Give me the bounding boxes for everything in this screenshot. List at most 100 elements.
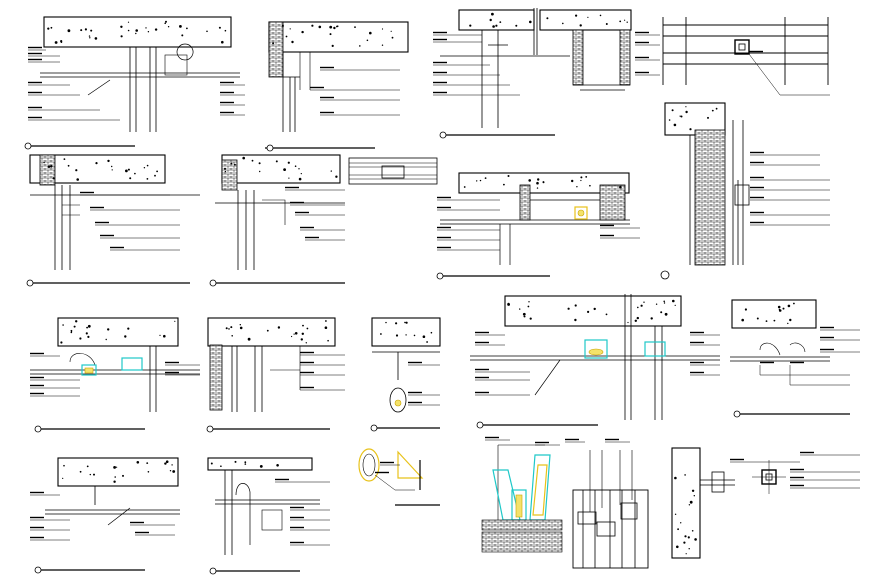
aggregate-dot: [777, 305, 781, 309]
aggregate-dot: [127, 29, 130, 32]
note-text: [437, 246, 451, 249]
aggregate-dot: [300, 173, 302, 175]
aggregate-dot: [87, 335, 90, 338]
aggregate-dot: [390, 30, 392, 32]
aggregate-dot: [247, 337, 251, 341]
note-text: [275, 478, 289, 481]
aggregate-dot: [574, 318, 577, 322]
aggregate-dot: [491, 12, 494, 16]
note-text: [130, 521, 144, 524]
aggregate-dot: [86, 465, 89, 468]
aggregate-dot: [129, 177, 132, 180]
note-text: [380, 461, 394, 464]
aggregate-dot: [224, 170, 227, 173]
note-text: [290, 516, 304, 519]
aggregate-dot: [585, 176, 588, 178]
detail-15: [30, 457, 180, 574]
aggregate-dot: [47, 27, 50, 30]
note-text: [300, 361, 314, 364]
aggregate-dot: [691, 530, 694, 532]
aggregate-dot: [492, 25, 495, 28]
aggregate-dot: [298, 168, 300, 170]
aggregate-dot: [619, 20, 622, 23]
note-text: [635, 31, 649, 34]
note-text: [285, 186, 299, 189]
note-text: [300, 351, 314, 354]
aggregate-dot: [380, 333, 382, 335]
aggregate-dot: [89, 37, 91, 39]
aggregate-dot: [519, 308, 521, 310]
detail-1: [24, 16, 245, 150]
aggregate-dot: [147, 31, 150, 33]
note-text: [305, 236, 319, 239]
aggregate-dot: [683, 541, 686, 544]
note-text: [475, 341, 489, 344]
aggregate-dot: [146, 178, 149, 180]
aggregate-dot: [164, 22, 166, 25]
aggregate-dot: [206, 30, 208, 33]
aggregate-dot: [660, 311, 663, 314]
aggregate-dot: [85, 332, 88, 335]
aggregate-dot: [239, 326, 243, 330]
note-text: [690, 371, 704, 374]
detail-20: [671, 447, 860, 559]
note-text: [30, 352, 44, 355]
note-text: [28, 58, 42, 61]
note-text: [790, 468, 804, 471]
aggregate-dot: [503, 183, 505, 186]
aggregate-dot: [172, 470, 176, 473]
aggregate-dot: [391, 36, 394, 39]
aggregate-dot: [668, 119, 671, 121]
note-text: [790, 361, 804, 364]
note-text: [30, 536, 44, 539]
note-text: [433, 38, 447, 41]
aggregate-dot: [546, 17, 549, 20]
note-text: [790, 484, 804, 487]
aggregate-dot: [711, 109, 714, 112]
aggregate-dot: [277, 326, 281, 329]
aggregate-dot: [523, 315, 526, 318]
aggregate-dot: [73, 325, 76, 328]
aggregate-dot: [664, 312, 668, 316]
note-text: [433, 71, 447, 74]
note-text: [290, 201, 304, 204]
note-text: [750, 161, 764, 164]
note-text: [565, 438, 579, 441]
aggregate-dot: [562, 22, 564, 25]
aggregate-dot: [318, 25, 322, 29]
detail-14: [730, 299, 860, 418]
aggregate-dot: [529, 317, 532, 320]
aggregate-dot: [484, 177, 487, 180]
aggregate-dot: [224, 167, 226, 170]
note-text: [30, 384, 44, 387]
aggregate-dot: [404, 321, 406, 324]
aggregate-dot: [145, 27, 147, 29]
aggregate-dot: [643, 301, 645, 303]
aggregate-dot: [60, 341, 63, 344]
aggregate-dot: [575, 14, 578, 17]
aggregate-dot: [515, 24, 518, 27]
detail-11: [206, 317, 345, 433]
note-text: [220, 111, 234, 114]
note-text: [475, 376, 489, 379]
aggregate-dot: [165, 20, 167, 23]
note-text: [820, 336, 834, 339]
aggregate-dot: [95, 162, 98, 165]
aggregate-dot: [171, 464, 173, 466]
aggregate-dot: [90, 29, 93, 32]
aggregate-dot: [605, 23, 608, 25]
note-text: [220, 81, 234, 84]
aggregate-dot: [60, 41, 63, 43]
aggregate-dot: [124, 335, 127, 338]
note-text: [750, 221, 764, 224]
aggregate-dot: [793, 302, 795, 305]
aggregate-dot: [50, 165, 53, 168]
note-text: [437, 206, 451, 209]
note-text: [433, 31, 447, 34]
aggregate-dot: [589, 184, 591, 187]
aggregate-dot: [285, 35, 288, 38]
aggregate-dot: [105, 338, 107, 341]
aggregate-dot: [135, 32, 137, 35]
note-text: [690, 341, 704, 344]
aggregate-dot: [86, 326, 88, 329]
